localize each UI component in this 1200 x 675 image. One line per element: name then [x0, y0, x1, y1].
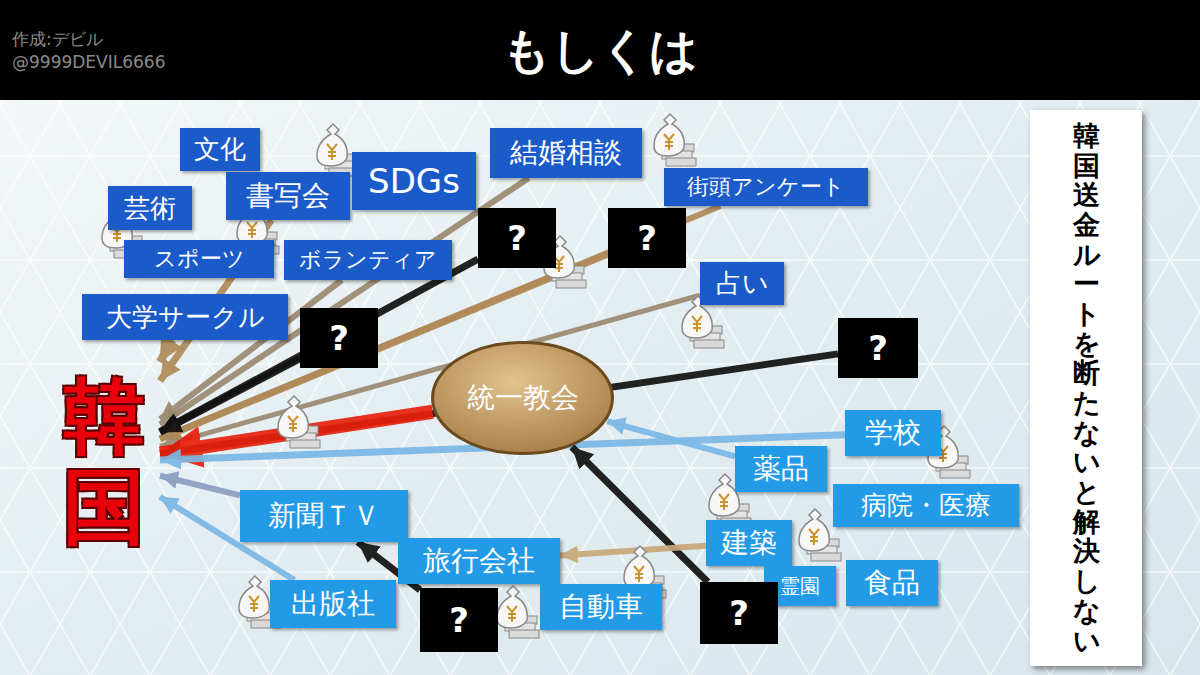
category-box: 芸術 [108, 186, 192, 230]
node-text: ? [637, 218, 657, 258]
money-flow-arrow [160, 476, 240, 496]
category-box: 食品 [846, 560, 938, 606]
category-box: 旅行会社 [398, 538, 560, 584]
category-box: 薬品 [735, 446, 827, 492]
node-text: 統一教会 [467, 379, 579, 417]
node-text: ? [868, 328, 888, 368]
money-bag-icon [654, 114, 696, 166]
money-flow-arrow [160, 359, 300, 433]
node-text: 食品 [864, 564, 920, 602]
money-bag-icon [497, 586, 539, 638]
node-text: 霊園 [780, 573, 820, 600]
node-text: 韓国 [63, 372, 145, 552]
unknown-box: ? [608, 208, 686, 268]
node-text: スポーツ [154, 244, 245, 274]
node-text: 書写会 [246, 177, 330, 215]
category-box: 書写会 [226, 172, 350, 220]
category-box: 学校 [845, 410, 941, 456]
node-text: 薬品 [753, 450, 809, 488]
category-box: 街頭アンケート [664, 168, 868, 206]
money-bag-icon [278, 396, 320, 448]
node-text: 占い [716, 266, 769, 301]
money-flow-arrow [560, 546, 706, 556]
node-text: ? [729, 593, 749, 633]
node-text: 自動車 [559, 588, 643, 626]
node-text: 文化 [194, 132, 246, 167]
node-text: ? [507, 218, 527, 258]
church-ellipse: 統一教会 [430, 340, 615, 456]
money-flow-arrow [160, 412, 433, 454]
page-title: もしくは [0, 0, 1200, 100]
node-text: 新聞ＴＶ [268, 497, 380, 535]
node-text: ボランティア [299, 245, 437, 275]
unknown-box: ? [838, 318, 918, 378]
node-text: ? [329, 318, 349, 358]
money-flow-arrow [607, 421, 735, 456]
node-text: 街頭アンケート [687, 172, 845, 202]
category-box: 建築 [706, 520, 792, 566]
category-box: 病院・医療 [833, 484, 1019, 527]
category-box: SDGs [352, 152, 476, 210]
node-text: 大学サークル [106, 300, 265, 335]
category-box: ボランティア [284, 240, 452, 280]
money-flow-arrow [572, 447, 708, 582]
category-box: 占い [700, 262, 784, 305]
money-flow-arrow [160, 340, 172, 362]
category-box: 出版社 [270, 580, 396, 628]
node-text: 病院・医療 [861, 488, 991, 523]
node-text: SDGs [368, 161, 460, 201]
note-box: 韓国送金ルートを断たないと解決しない [1030, 110, 1142, 666]
category-box: 自動車 [540, 584, 662, 630]
node-text: 結婚相談 [510, 134, 622, 172]
category-box: 結婚相談 [490, 128, 642, 178]
unknown-box: ? [700, 582, 778, 644]
node-text: 建築 [721, 524, 777, 562]
credit-label: @9999DEVIL6666 [12, 52, 165, 72]
unknown-box: ? [478, 208, 556, 268]
node-text: 出版社 [291, 585, 375, 623]
money-flow-arrow [160, 259, 478, 431]
category-box: 文化 [180, 128, 260, 171]
category-box: スポーツ [124, 240, 274, 278]
node-text: 芸術 [124, 191, 176, 226]
node-text: 旅行会社 [423, 542, 535, 580]
destination-label-node: 韓国 [48, 362, 160, 562]
node-text: 学校 [865, 414, 921, 452]
unknown-box: ? [420, 588, 498, 652]
node-text: ? [449, 600, 469, 640]
category-box: 大学サークル [82, 294, 288, 340]
node-text: 韓国送金ルートを断たないと解決しない [1073, 121, 1100, 655]
unknown-box: ? [300, 308, 378, 368]
category-box: 新聞ＴＶ [240, 490, 408, 542]
credit-label: 作成:デビル [12, 28, 103, 51]
